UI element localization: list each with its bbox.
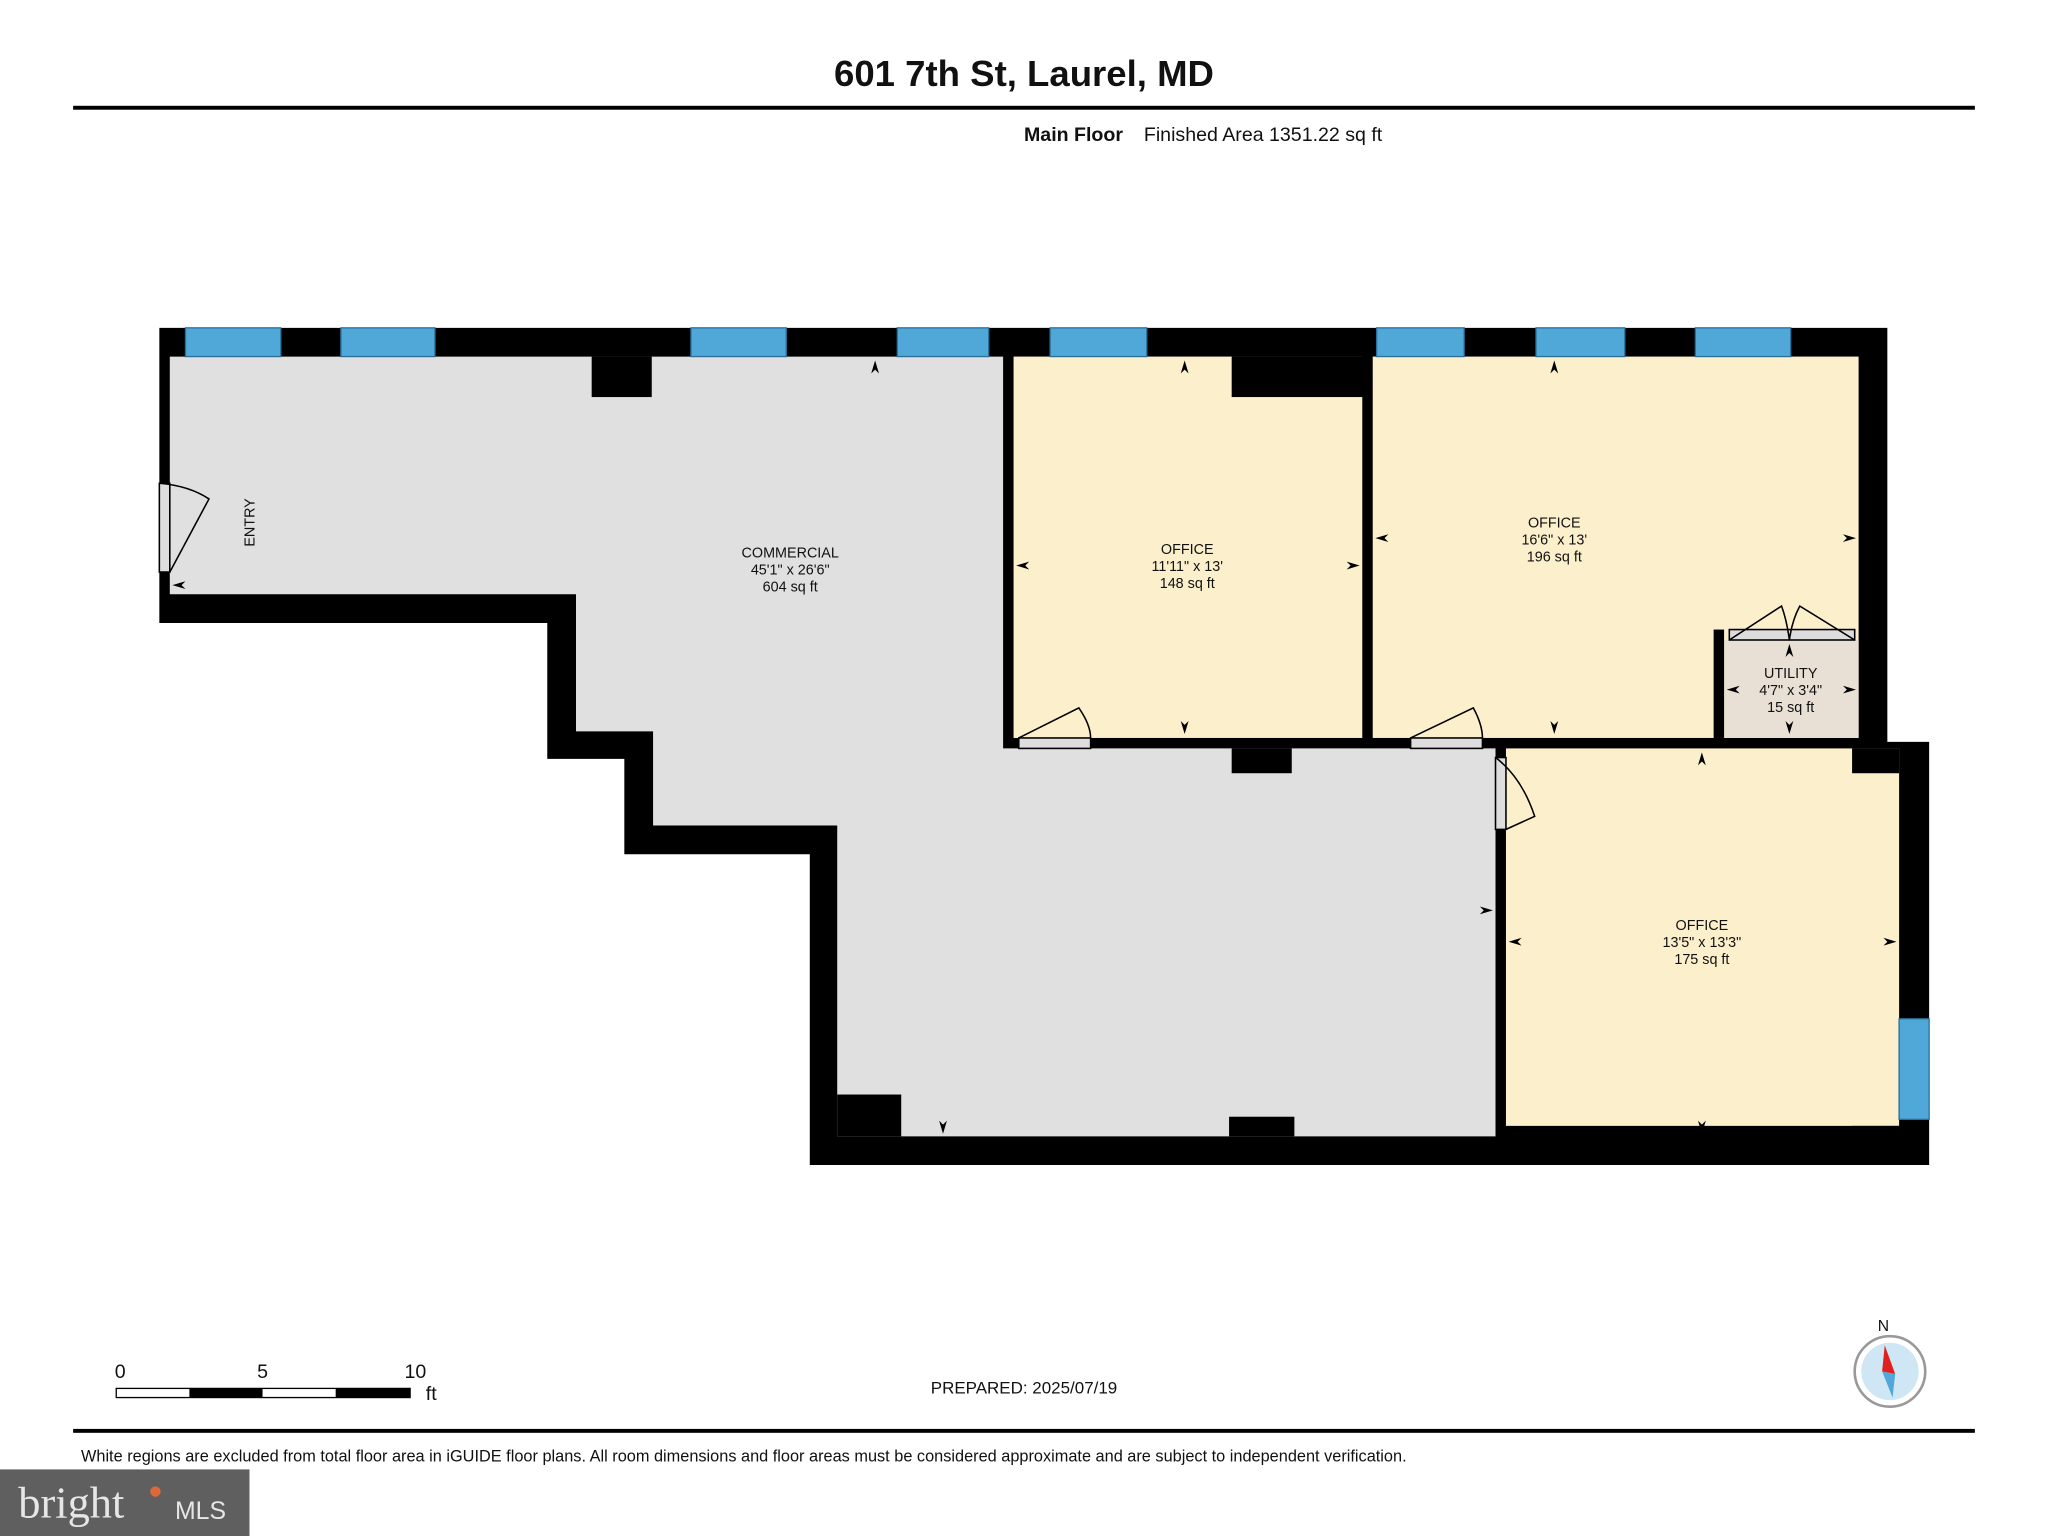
floor-summary: Main Floor Finished Area 1351.22 sq ft (1024, 124, 1383, 146)
window (690, 327, 787, 358)
scale-unit: ft (426, 1383, 437, 1405)
door (1409, 737, 1484, 750)
window (1898, 1018, 1930, 1120)
door (1017, 737, 1092, 750)
scale-bar: 0 5 10 ft (115, 1361, 438, 1405)
window (1376, 327, 1465, 358)
watermark-brand: bright (18, 1478, 125, 1528)
disclaimer: White regions are excluded from total fl… (81, 1448, 1407, 1466)
title-divider (73, 105, 1975, 110)
entry-door (158, 482, 171, 573)
window (896, 327, 990, 358)
column (591, 356, 652, 398)
room-name: UTILITY (1764, 666, 1818, 682)
column (837, 1094, 902, 1137)
watermark-spark (150, 1486, 161, 1497)
room-dims: 16'6" x 13' (1521, 533, 1587, 549)
watermark-suffix: MLS (175, 1498, 226, 1525)
entry-label: ENTRY (243, 498, 259, 547)
prepared-date: PREPARED: 2025/07/19 (931, 1379, 1117, 1398)
room-dims: 11'11" x 13' (1151, 559, 1223, 575)
window (340, 327, 436, 358)
footer-divider (73, 1428, 1975, 1433)
utility-wall (1713, 629, 1725, 738)
room-office-3-floor (1505, 748, 1900, 1126)
room-area: 15 sq ft (1767, 700, 1814, 716)
room-commercial-floor (169, 356, 1496, 1137)
page-title: 601 7th St, Laurel, MD (834, 53, 1214, 94)
room-dims: 4'7" x 3'4" (1759, 683, 1822, 699)
column (1852, 1125, 1900, 1137)
door-swing (1018, 706, 1092, 739)
windows (184, 327, 1930, 1120)
room-utility-floor (1724, 640, 1859, 738)
column (1229, 1116, 1295, 1137)
window (184, 327, 282, 358)
room-area: 148 sq ft (1160, 576, 1215, 592)
floor-name: Main Floor (1024, 124, 1123, 146)
room-name: COMMERCIAL (742, 546, 839, 562)
column (1231, 748, 1292, 774)
door (1494, 756, 1507, 831)
room-name: OFFICE (1161, 542, 1214, 558)
column (1852, 748, 1900, 774)
room-area: 604 sq ft (763, 580, 818, 596)
window (1535, 327, 1626, 358)
scale-label: 0 (115, 1361, 126, 1383)
door-swing (159, 482, 211, 573)
window (1694, 327, 1792, 358)
room-office-1-floor (1013, 356, 1363, 738)
finished-area: Finished Area 1351.22 sq ft (1144, 124, 1383, 146)
room-labels: COMMERCIAL 45'1" x 26'6" 604 sq ft OFFIC… (243, 498, 1822, 968)
room-dims: 45'1" x 26'6" (751, 563, 830, 579)
room-area: 196 sq ft (1527, 550, 1582, 566)
door-swing (1495, 756, 1536, 831)
scale-label: 10 (404, 1361, 426, 1383)
room-name: OFFICE (1528, 516, 1581, 532)
watermark-background (0, 1469, 250, 1536)
compass-icon: N (1853, 1318, 1927, 1408)
door-swing (1728, 604, 1856, 641)
window (1049, 327, 1148, 358)
room-name: OFFICE (1676, 918, 1729, 934)
room-dims: 13'5" x 13'3" (1662, 935, 1741, 951)
utility-double-door (1728, 628, 1856, 641)
bright-mls-logo: bright MLS (0, 1469, 250, 1536)
doors (158, 482, 1856, 831)
scale-label: 5 (257, 1361, 268, 1383)
compass-label: N (1878, 1318, 1889, 1335)
column (1231, 356, 1368, 398)
door-swing (1410, 706, 1484, 739)
room-area: 175 sq ft (1674, 952, 1729, 968)
